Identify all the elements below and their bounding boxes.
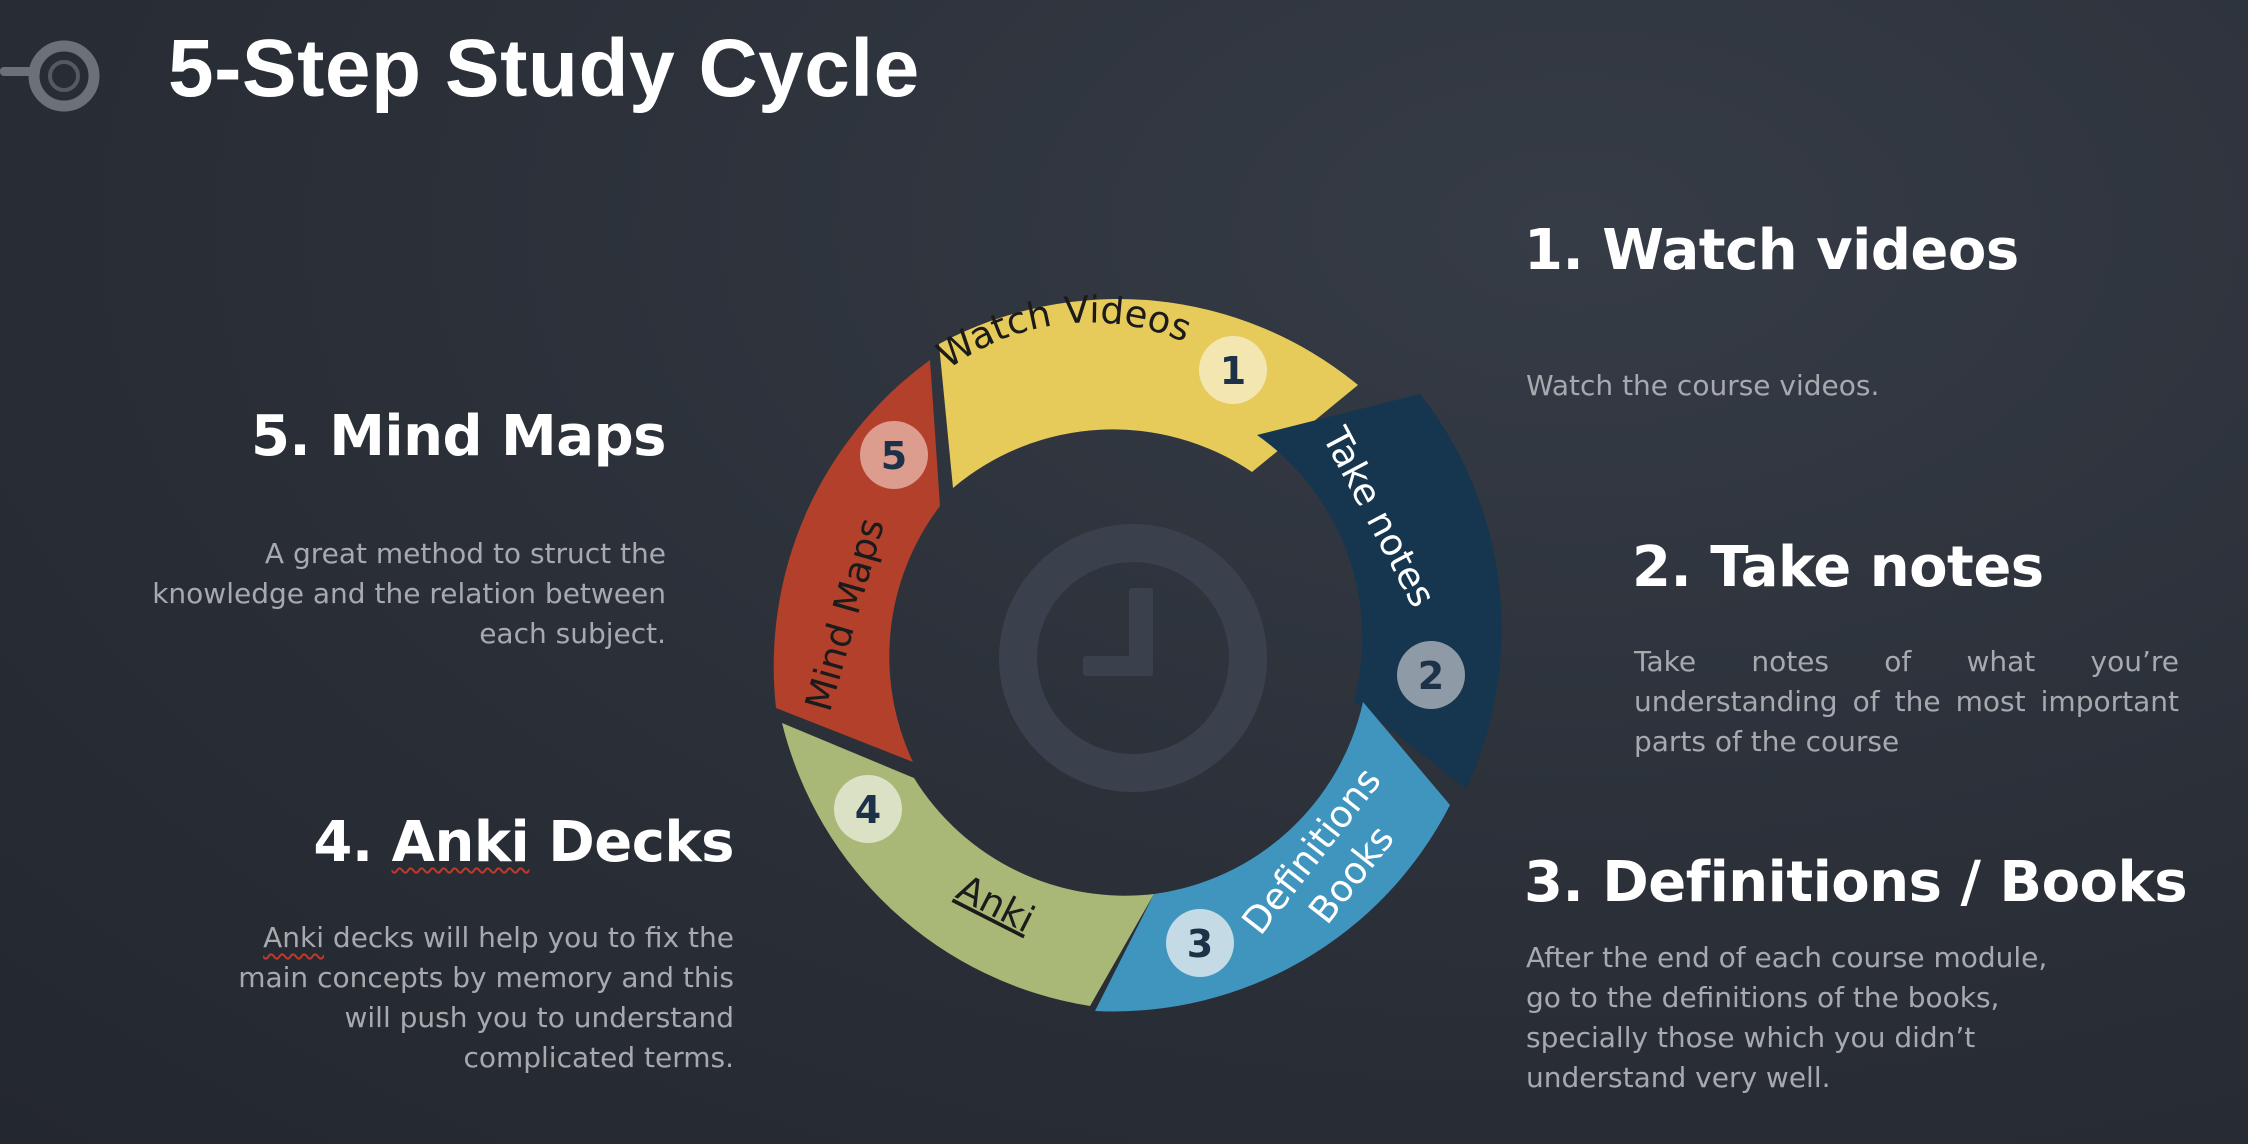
step-5-heading: 5. Mind Maps (250, 404, 667, 469)
magnifier-ring-icon (0, 40, 100, 112)
step-1-heading: 1. Watch videos (1524, 218, 2019, 283)
clock-icon (999, 524, 1267, 792)
badge-step-1: 1 (1199, 336, 1267, 404)
page-title: 5-Step Study Cycle (168, 23, 920, 114)
step-4-heading-number: 4. (313, 810, 373, 875)
step-4-heading: 4. Anki Decks (300, 810, 734, 875)
step-4-description-anki: Anki (263, 921, 325, 954)
svg-text:3: 3 (1187, 922, 1213, 966)
step-3-heading: 3. Definitions / Books (1524, 850, 2188, 915)
step-4-description: Anki decks will help you to fix the main… (200, 918, 734, 1078)
badge-step-3: 3 (1166, 909, 1234, 977)
svg-text:4: 4 (855, 788, 881, 832)
badge-step-4: 4 (834, 775, 902, 843)
step-2-heading: 2. Take notes (1632, 535, 2044, 600)
step-1-description: Watch the course videos. (1526, 369, 1880, 402)
svg-text:2: 2 (1418, 654, 1444, 698)
badge-step-5: 5 (860, 421, 928, 489)
svg-text:1: 1 (1220, 349, 1246, 393)
step-4-heading-rest: Decks (548, 810, 734, 875)
step-3-description: After the end of each course module, go … (1526, 941, 2048, 1094)
segment-definitions-books (1095, 702, 1450, 1012)
step-4-description-rest: decks will help you to fix the main conc… (238, 921, 734, 1074)
step-4-heading-anki: Anki (391, 810, 530, 875)
badge-step-2: 2 (1397, 641, 1465, 709)
step-5-description: A great method to struct the knowledge a… (152, 537, 666, 650)
svg-text:5: 5 (881, 434, 907, 478)
step-2-description: Take notes of what you’re understanding … (1634, 645, 2179, 758)
